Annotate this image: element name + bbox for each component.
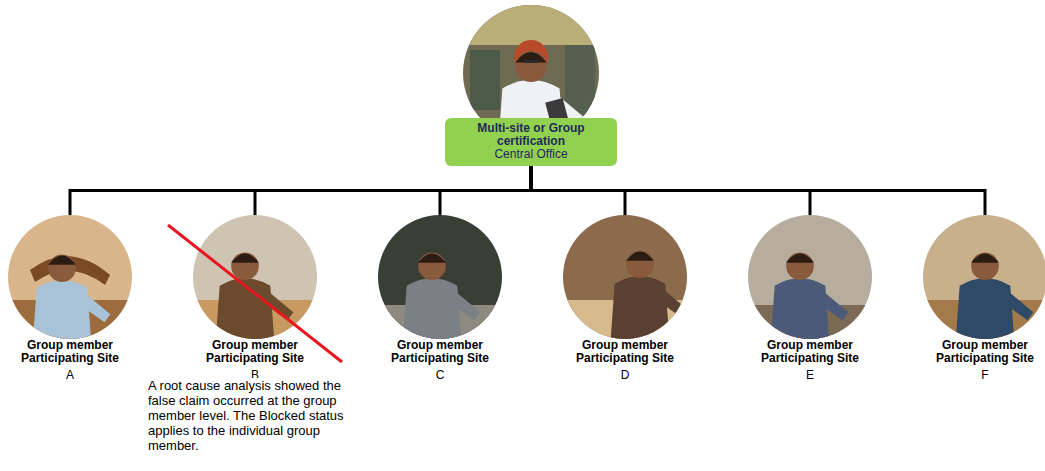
tree-connector bbox=[440, 166, 531, 215]
participating-site-node: Group member Participating SiteA bbox=[5, 215, 135, 382]
node-title: Group member Participating Site bbox=[929, 339, 1041, 365]
site-letter: F bbox=[975, 369, 995, 382]
participating-site-node: Group member Participating SiteD bbox=[560, 215, 690, 382]
illustration-part bbox=[955, 252, 1033, 349]
certification-box: Multi-site or Group certificationCentral… bbox=[445, 118, 617, 166]
node-heading: Multi-site or Group certification bbox=[451, 122, 611, 148]
tree-connector bbox=[531, 166, 985, 215]
illustration-part bbox=[524, 60, 538, 63]
node-title: Group member Participating Site bbox=[569, 339, 681, 365]
tree-connector bbox=[255, 166, 531, 215]
node-title: Group member Participating Site bbox=[14, 339, 126, 365]
member-photo bbox=[923, 215, 1045, 349]
participating-site-node: Group member Participating SiteE bbox=[745, 215, 875, 382]
illustration-part bbox=[770, 252, 848, 349]
illustration-part bbox=[463, 5, 599, 45]
node-subtitle: Central Office bbox=[451, 148, 611, 161]
site-letter: C bbox=[430, 369, 450, 382]
member-photo bbox=[378, 215, 502, 349]
tree-connector bbox=[70, 166, 531, 215]
member-photo bbox=[748, 215, 872, 349]
site-letter: E bbox=[800, 369, 820, 382]
illustration-part bbox=[610, 250, 688, 347]
central-office-node: Multi-site or Group certificationCentral… bbox=[445, 5, 617, 166]
node-title: Group member Participating Site bbox=[199, 339, 311, 365]
node-title: Group member Participating Site bbox=[754, 339, 866, 365]
participating-site-node: Group member Participating SiteC bbox=[375, 215, 505, 382]
participating-site-node: Group member Participating SiteF bbox=[920, 215, 1045, 382]
illustration-part bbox=[402, 252, 480, 349]
site-letter: A bbox=[60, 369, 80, 382]
note-text: A root cause analysis showed the false c… bbox=[148, 378, 363, 453]
node-title: Group member Participating Site bbox=[384, 339, 496, 365]
illustration-part bbox=[215, 252, 293, 349]
member-photo bbox=[8, 215, 132, 351]
illustration-part bbox=[470, 50, 500, 110]
site-letter: D bbox=[615, 369, 635, 382]
illustration-part bbox=[32, 254, 110, 351]
participating-site-node: Group member Participating SiteB bbox=[190, 215, 320, 382]
member-photo bbox=[563, 215, 688, 347]
illustration-part bbox=[565, 45, 595, 115]
